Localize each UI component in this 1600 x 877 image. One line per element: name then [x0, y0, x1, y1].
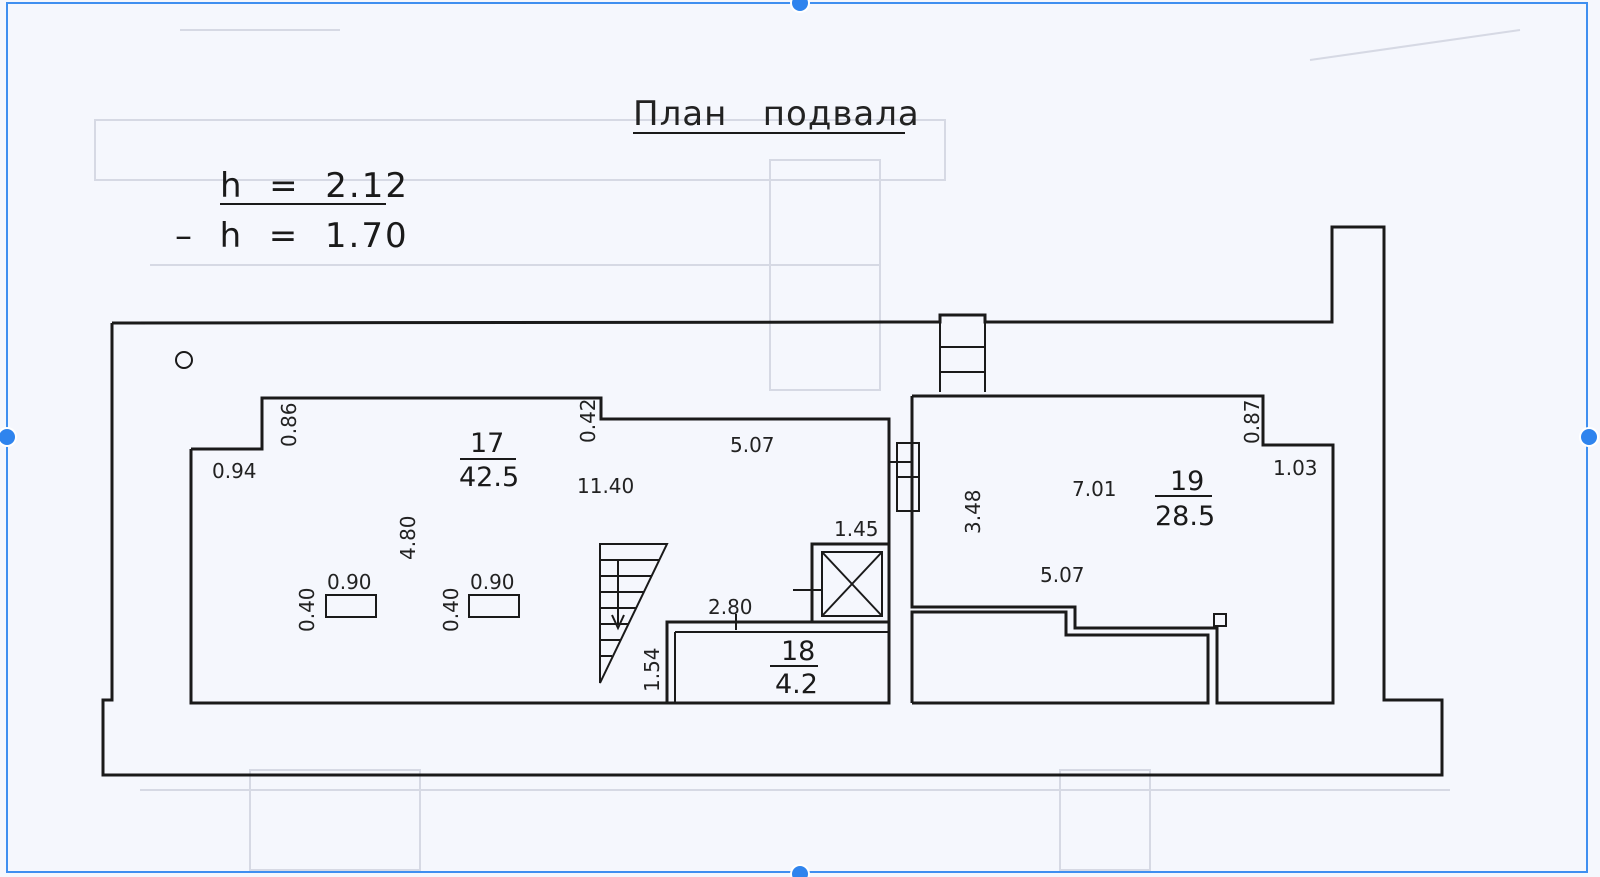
- dimension-label: 1.03: [1273, 456, 1318, 480]
- dimension-label: 0.90: [470, 570, 515, 594]
- dimension-label: 0.90: [327, 570, 372, 594]
- room-17-outline: [189, 396, 891, 705]
- dimension-label: 0.87: [1240, 399, 1264, 444]
- resize-handle-bottom[interactable]: [792, 866, 808, 877]
- column-a: [325, 594, 377, 618]
- room-19-area: 28.5: [1155, 501, 1215, 532]
- resize-handle-top[interactable]: [792, 0, 808, 11]
- dimension-label: 1.45: [834, 517, 879, 541]
- dimension-label: 0.86: [277, 402, 301, 447]
- resize-handle-left[interactable]: [0, 429, 15, 445]
- dimension-label: 7.01: [1072, 477, 1117, 501]
- room-17-number: 17: [470, 428, 504, 459]
- small-room-bottom-right: [910, 610, 1210, 705]
- room-18-area: 4.2: [775, 669, 818, 700]
- dimension-label: 2.80: [708, 595, 753, 619]
- dimension-label: 5.07: [1040, 563, 1085, 587]
- dimension-label: 4.80: [396, 515, 420, 560]
- room-19-number: 19: [1170, 466, 1204, 497]
- dimension-label: 0.40: [295, 587, 319, 632]
- dimension-label: 0.40: [439, 587, 463, 632]
- ventilation-shaft: [793, 542, 891, 624]
- room-18-outline: [665, 620, 891, 703]
- column-b: [468, 594, 520, 618]
- background-ghost-lines: [94, 29, 1521, 871]
- ceiling-height: h = 2.12: [220, 166, 409, 206]
- outer-wall: [101, 225, 1444, 777]
- dimension-label: 11.40: [577, 474, 634, 498]
- room-17-area: 42.5: [459, 462, 519, 493]
- room-19-outline: [910, 394, 1335, 705]
- dimension-label: 3.48: [961, 489, 985, 534]
- dimension-label: 1.54: [640, 647, 664, 692]
- room-18-number: 18: [781, 636, 815, 667]
- marker-circle: [175, 351, 193, 369]
- resize-handle-right[interactable]: [1581, 429, 1597, 445]
- top-stair-opening: [939, 322, 986, 392]
- dimension-label: 0.42: [576, 398, 600, 443]
- staircase: [599, 543, 669, 684]
- clear-height: – h = 1.70: [175, 216, 409, 256]
- dimension-label: 0.94: [212, 459, 257, 483]
- dimension-label: 5.07: [730, 433, 775, 457]
- door-17-19: [889, 442, 920, 512]
- plan-title: План подвала: [633, 94, 920, 134]
